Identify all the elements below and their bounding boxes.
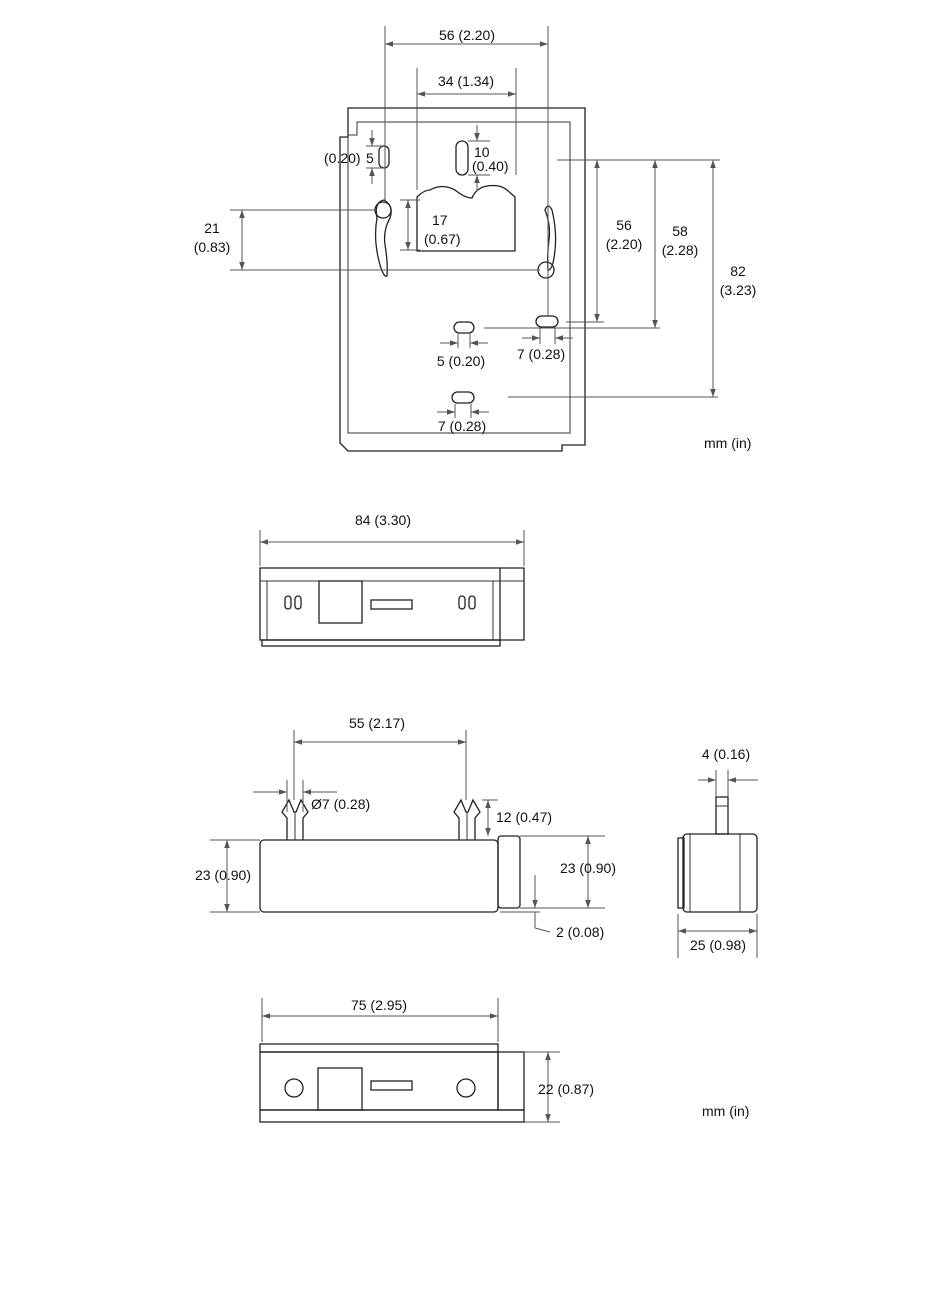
bottom-view: 75 (2.95) 22 (0.87) mm (in): [260, 997, 749, 1122]
back-plate-inner-border: [348, 122, 570, 433]
dim-tab-height-in: (0.67): [424, 231, 461, 247]
dim-center-width: 34 (1.34): [438, 73, 494, 89]
side-view-body: [260, 840, 498, 912]
slot-middle-right: [536, 316, 558, 327]
dim-offset: 2 (0.08): [556, 924, 604, 940]
dim-slot-width-mid: 7 (0.28): [517, 346, 565, 362]
units-label-bottom: mm (in): [702, 1103, 749, 1119]
bottom-view-top-rail: [260, 1044, 498, 1052]
bottom-view-base: [260, 1110, 524, 1122]
dim-v58-in: (2.28): [662, 242, 699, 258]
slot-middle-left: [454, 322, 474, 333]
end-view-pin: [716, 797, 728, 834]
top-view-hole-2: [295, 596, 301, 609]
dim-pin-height: 12 (0.47): [496, 809, 552, 825]
dim-v82-mm: 82: [730, 263, 746, 279]
bottom-view-tab: [318, 1068, 362, 1110]
top-view-slot: [371, 600, 412, 609]
bottom-view-cap: [498, 1052, 524, 1110]
top-view-hole-4: [469, 596, 475, 609]
dim-keyhole-span-mm: 21: [204, 220, 220, 236]
slot-bottom: [452, 392, 474, 403]
dim-small-slot-mm: 5: [366, 150, 374, 166]
dim-v56-in: (2.20): [606, 236, 643, 252]
end-view-body: [683, 834, 757, 912]
dim-end-depth: 25 (0.98): [690, 937, 746, 953]
dim-slot-width-small: 5 (0.20): [437, 353, 485, 369]
top-view-tab: [319, 581, 362, 623]
top-center-slot: [456, 141, 468, 175]
end-view: 4 (0.16) 25 (0.98): [678, 746, 758, 958]
dim-pin-diameter: Ø7 (0.28): [311, 796, 370, 812]
dim-top-slot-in: (0.40): [472, 158, 509, 174]
dim-body-height-left: 23 (0.90): [195, 867, 251, 883]
dim-keyhole-span-in: (0.83): [194, 239, 231, 255]
top-view-base: [262, 640, 500, 646]
top-view-cap: [500, 568, 524, 640]
dim-pin-spacing: 55 (2.17): [349, 715, 405, 731]
dim-v58-mm: 58: [672, 223, 688, 239]
keyhole-left-head: [375, 202, 391, 218]
dim-bottom-length: 75 (2.95): [351, 997, 407, 1013]
keyhole-right-head: [538, 262, 554, 278]
side-view: 55 (2.17) Ø7 (0.28) 12 (0.47) 23 (0.90) …: [195, 715, 616, 940]
bottom-view-hole-right: [457, 1079, 475, 1097]
top-view-hole-3: [459, 596, 465, 609]
bottom-view-slot: [371, 1081, 412, 1090]
side-view-cap: [498, 836, 520, 908]
dim-v56-mm: 56: [616, 217, 632, 233]
top-view-body: [260, 568, 500, 640]
small-slot-left: [379, 146, 389, 168]
bottom-view-hole-left: [285, 1079, 303, 1097]
dim-v82-in: (3.23): [720, 282, 757, 298]
dim-end-pin-width: 4 (0.16): [702, 746, 750, 762]
dim-slot-width-bottom: 7 (0.28): [438, 418, 486, 434]
back-view: 56 (2.20) 34 (1.34) (0.20) 5 10 (0.40): [194, 26, 757, 451]
units-label: mm (in): [704, 435, 751, 451]
top-view-hole-1: [285, 596, 291, 609]
dim-small-slot-in: (0.20): [324, 150, 361, 166]
dim-overall-length: 84 (3.30): [355, 512, 411, 528]
dim-bottom-height: 22 (0.87): [538, 1081, 594, 1097]
top-view: 84 (3.30): [260, 512, 524, 646]
dim-tab-height-mm: 17: [432, 212, 448, 228]
dim-hole-spacing: 56 (2.20): [439, 27, 495, 43]
keyhole-left: [376, 200, 392, 276]
keyhole-right: [545, 206, 556, 270]
dim-body-height-right: 23 (0.90): [560, 860, 616, 876]
